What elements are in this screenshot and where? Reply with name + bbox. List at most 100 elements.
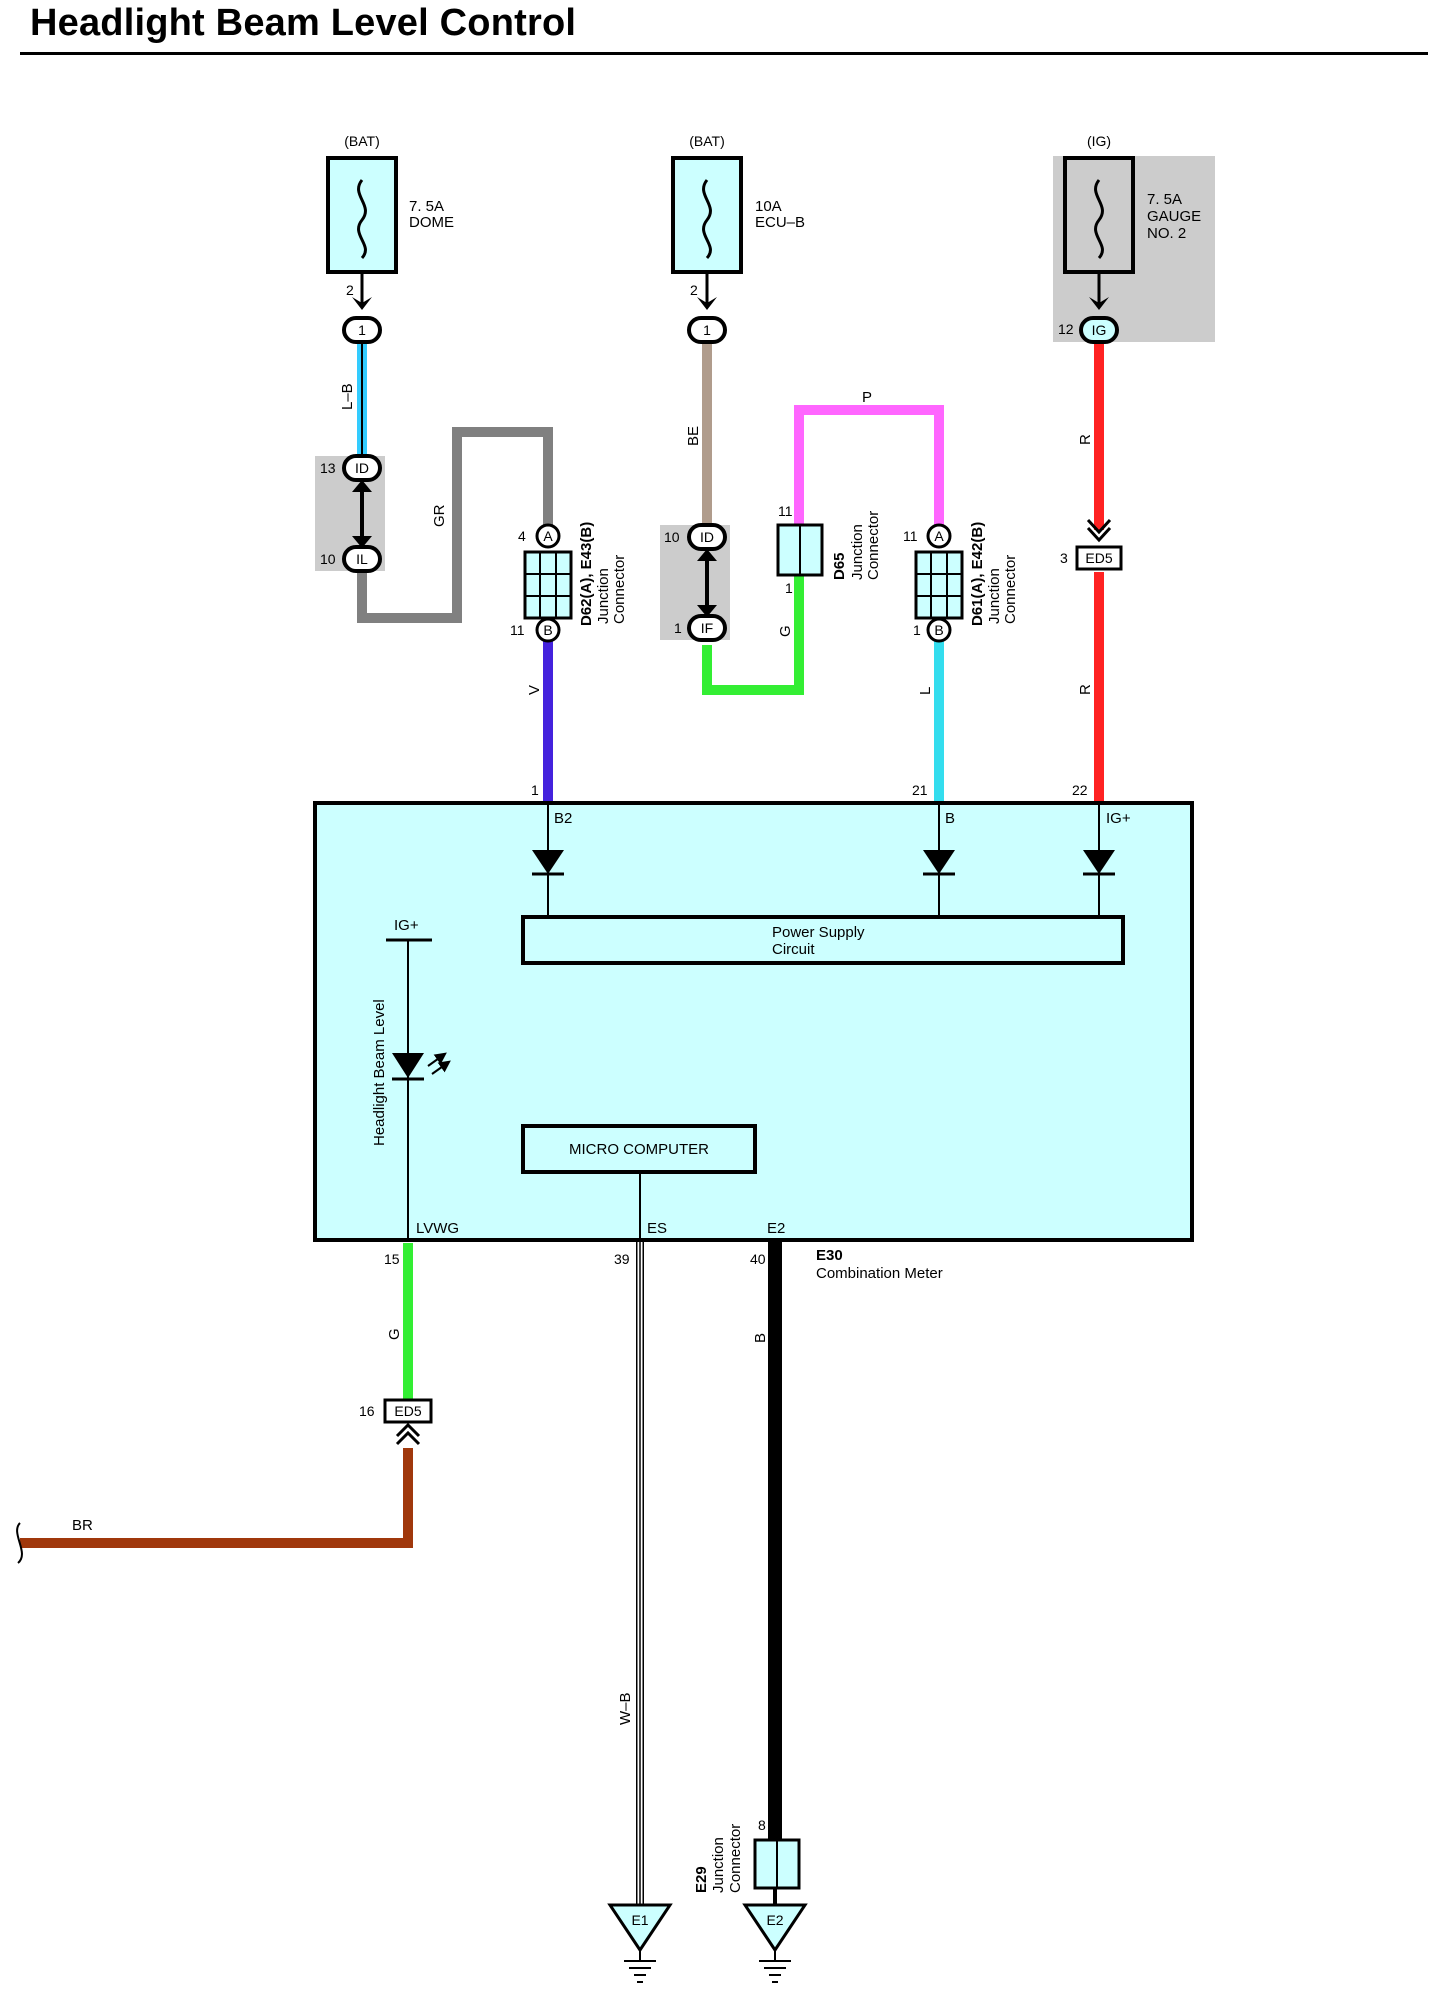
wire-gr-label: GR [431,504,448,527]
junction-d61-type-line2: Connector [1002,555,1019,624]
junction-d65-type-line1: Junction [849,524,866,580]
title-underline [20,52,1428,55]
wire-br-label: BR [72,1517,93,1534]
junction-d62-pin-b: 11 [510,622,525,638]
junction-id-left-bottom-conn: IL [356,551,368,567]
junction-d62-type-line2: Connector [611,555,628,624]
fuse-gauge-rating: 7. 5A [1147,191,1182,208]
wire-v-label: V [526,685,543,695]
wire-lb-label: L–B [339,383,356,410]
fuse-ecub-source: (BAT) [689,133,725,149]
diode-igp-icon [1083,850,1115,876]
junction-d65: 11 1 D65 Junction Connector [776,503,882,596]
wire-g-mid [702,575,804,695]
connector-ecub-1: 1 [687,316,727,344]
junction-d62-conn-a: A [543,528,553,544]
fuse-ecub-rating: 10A [755,198,782,215]
junction-id-mid-top-conn: ID [700,529,714,545]
micro-computer-label: MICRO COMPUTER [569,1141,709,1158]
meter-terminal-es: ES [647,1220,667,1237]
junction-d61-conn-a: A [934,528,944,544]
junction-id-left-bottom-pin: 10 [320,551,336,567]
fuse-dome-source: (BAT) [344,133,380,149]
junction-id-mid: ID 10 IF 1 [660,523,730,642]
junction-d62: A 4 B 11 D62(A), E43(B) Junction Connect… [510,522,628,643]
headlight-beam-level-label: Headlight Beam Level [371,999,388,1146]
fuse-gauge-symbol-icon [1094,179,1104,260]
junction-d62-label: D62(A), E43(B) [578,522,595,626]
ground-e2: E2 [742,1903,808,1983]
combination-meter-box [313,801,1194,1242]
junction-id-mid-top-pin: 10 [664,529,680,545]
fuse-ecub: (BAT) 10A ECU–B 2 [671,133,805,298]
fuse-gauge: (IG) 7. 5A GAUGE NO. 2 12 [1053,133,1215,342]
wire-gr [357,427,553,623]
led-supply-label: IG+ [394,917,419,934]
diode-b-icon [923,850,955,876]
connector-dome-1: 1 [342,316,382,344]
meter-terminal-b2: B2 [554,810,572,827]
meter-pin-igp: 22 [1072,782,1088,798]
wire-lb: L–B [339,330,367,458]
wire-br-break-icon [16,1522,23,1564]
junction-d62-type-line1: Junction [595,568,612,624]
fuse-gauge-pin: 12 [1058,321,1074,337]
connector-gauge-ig: IG [1079,316,1119,344]
connector-ed5-top-label: ED5 [1085,550,1112,566]
meter-terminal-b: B [945,810,955,827]
connector-ed5-bottom: ED5 16 [359,1398,433,1446]
meter-terminal-lvwg: LVWG [416,1220,459,1237]
junction-e29-pin: 8 [758,1817,766,1833]
meter-pin-lvwg: 15 [384,1251,400,1267]
junction-d61-pin-b: 1 [913,622,921,638]
junction-d61-label: D61(A), E42(B) [969,522,986,626]
junction-id-mid-bottom-conn: IF [701,620,713,636]
junction-e29: 8 E29 Junction Connector [693,1817,801,1905]
connector-ed5-top-pin: 3 [1060,550,1068,566]
diode-b2-icon [532,850,564,876]
wire-p-label: P [862,389,872,406]
wire-b-label: B [752,1333,769,1343]
micro-computer-box [521,1124,757,1174]
wire-r-upper-label: R [1077,434,1094,445]
junction-e29-type-line2: Connector [727,1824,744,1893]
junction-id-left-top-pin: 13 [320,460,336,476]
power-supply-label-line1: Power Supply [772,924,865,941]
junction-d65-type-line2: Connector [865,511,882,580]
page-title: Headlight Beam Level Control [30,2,577,44]
wire-g-lower-label: G [386,1328,403,1340]
wire-be-label: BE [685,426,702,446]
fuse-dome-pin: 2 [346,282,354,298]
fuse-dome-box [326,156,398,274]
ground-e1: E1 [607,1903,673,1983]
meter-pin-b: 21 [912,782,928,798]
meter-pin-b2: 1 [531,782,539,798]
junction-d62-pin-a: 4 [518,528,526,544]
wire-r-lower-label: R [1077,684,1094,695]
fuse-gauge-box [1063,156,1135,274]
junction-id-mid-bottom-pin: 1 [674,620,682,636]
fuse-dome-symbol-icon [357,179,367,260]
junction-d65-pin-bottom: 1 [785,580,793,596]
headlight-beam-level-led-icon [392,1052,451,1081]
fuse-gauge-source: (IG) [1087,133,1111,149]
junction-d62-conn-b: B [543,622,552,638]
wire-br [20,1448,413,1548]
junction-d65-label: D65 [831,552,848,580]
junction-e29-type-line1: Junction [710,1837,727,1893]
junction-d61-pin-a: 11 [903,528,918,544]
wire-wb-label: W–B [617,1692,634,1725]
fuse-gauge-name-line2: NO. 2 [1147,225,1186,242]
fuse-leads [352,272,1109,310]
junction-d61: A 11 B 1 D61(A), E42(B) Junction Connect… [903,522,1019,643]
ground-e2-label: E2 [766,1912,783,1928]
wire-l-label: L [917,687,934,695]
power-supply-circuit-box [521,915,1125,965]
junction-d61-conn-b: B [934,622,943,638]
connector-gauge-ig-label: IG [1092,322,1107,338]
connector-ed5-bottom-label: ED5 [394,1403,421,1419]
junction-d61-type-line1: Junction [986,568,1003,624]
ground-e1-label: E1 [631,1912,648,1928]
junction-id-left-top-conn: ID [355,460,369,476]
connector-dome-1-label: 1 [358,322,366,338]
